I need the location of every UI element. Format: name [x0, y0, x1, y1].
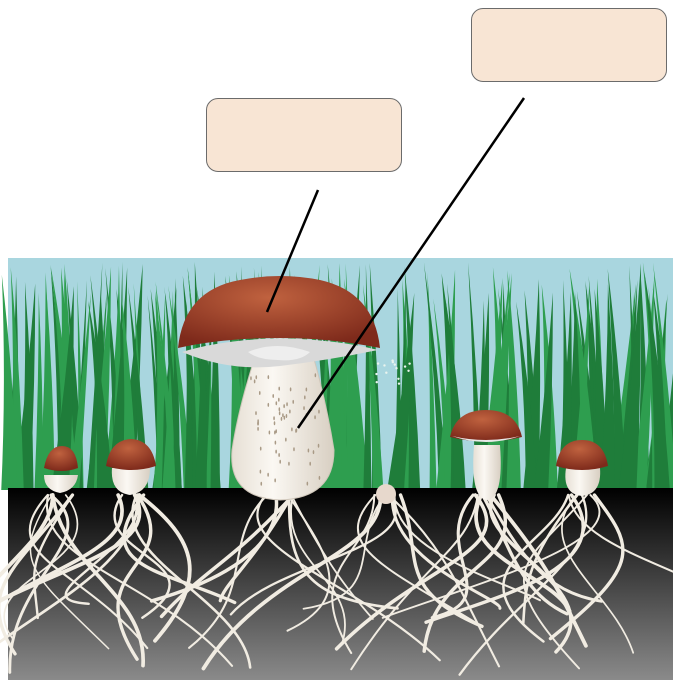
tiny-mushroom-bud: [376, 484, 396, 504]
label-box-stem[interactable]: [471, 8, 667, 82]
label-box-cap[interactable]: [206, 98, 402, 172]
